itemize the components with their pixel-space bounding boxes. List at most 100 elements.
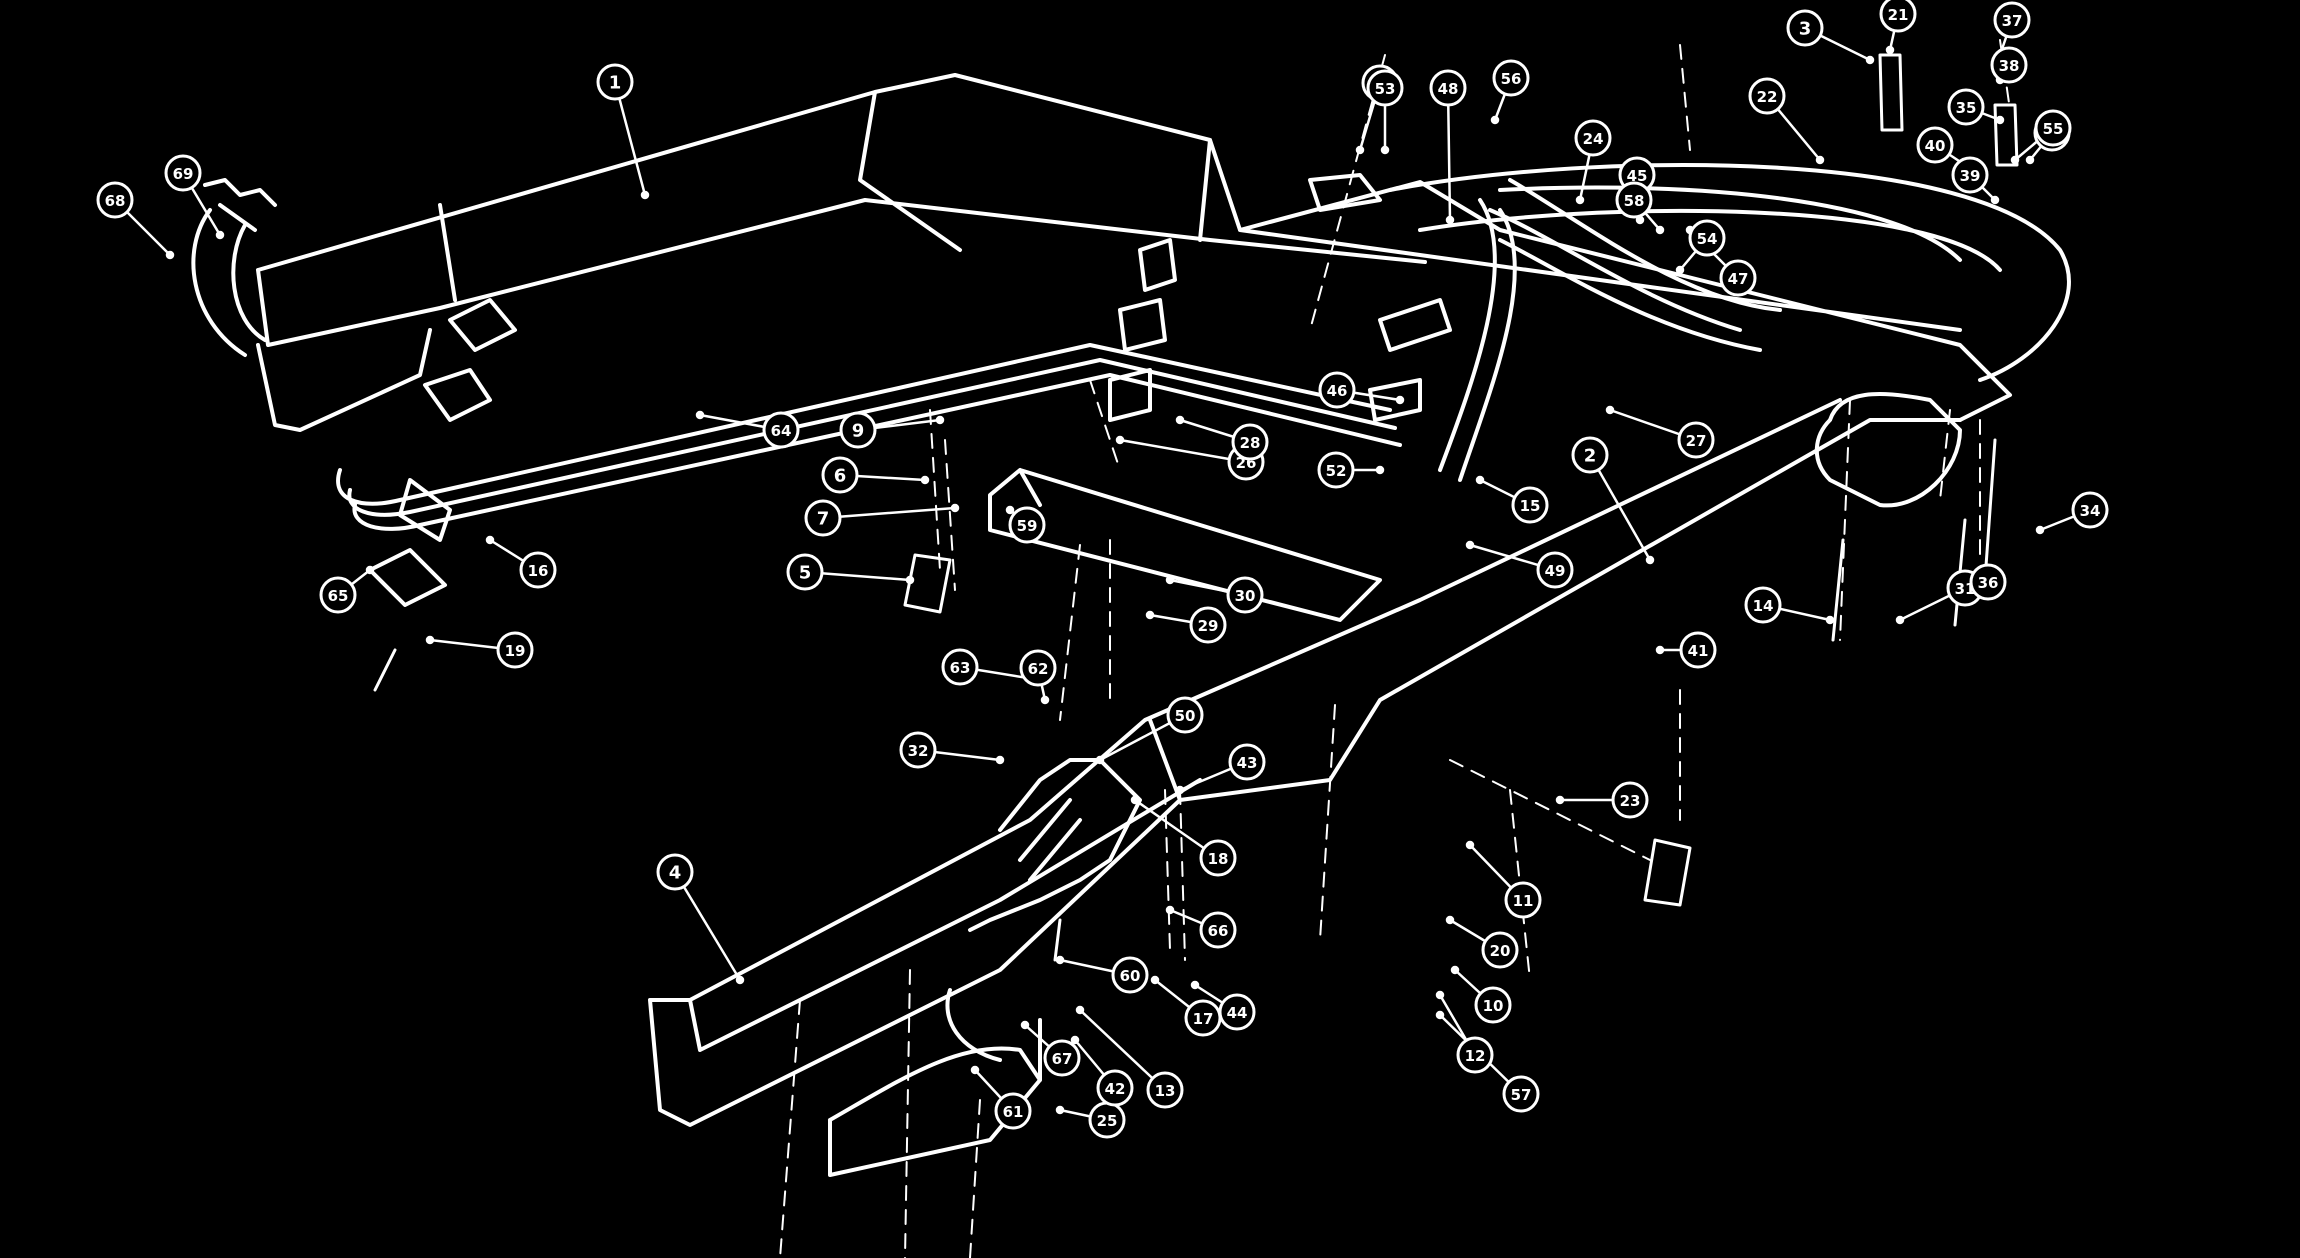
leader-dot-1 bbox=[640, 190, 650, 200]
main-frame-beam bbox=[256, 73, 2012, 432]
callout-ring bbox=[1611, 781, 1649, 819]
callout-ring bbox=[1317, 451, 1355, 489]
callout-20: 20 bbox=[1481, 931, 1519, 969]
callout-number: 65 bbox=[328, 587, 349, 605]
callout-11: 11 bbox=[1504, 881, 1542, 919]
callout-ring bbox=[804, 499, 842, 537]
frame-line-drawing bbox=[191, 39, 2071, 1258]
callout-number: 54 bbox=[1697, 230, 1718, 248]
callout-6: 6 bbox=[821, 456, 859, 494]
leader-dot-24 bbox=[1575, 195, 1585, 205]
callout-30: 30 bbox=[1226, 576, 1264, 614]
callout-13: 13 bbox=[1146, 1071, 1184, 1109]
skid-plate bbox=[988, 468, 1382, 622]
assembly-centerlines bbox=[779, 39, 2011, 1258]
callout-67: 67 bbox=[1043, 1039, 1081, 1077]
leader-dot-17 bbox=[1150, 975, 1160, 985]
leader-line-7 bbox=[821, 506, 957, 520]
callout-ring bbox=[1226, 576, 1264, 614]
callout-66: 66 bbox=[1199, 911, 1237, 949]
callout-ring bbox=[96, 181, 134, 219]
leader-dot-61 bbox=[970, 1065, 980, 1075]
callout-5: 5 bbox=[786, 553, 824, 591]
callout-number: 61 bbox=[1003, 1103, 1024, 1121]
callout-number: 45 bbox=[1627, 167, 1648, 185]
callout-ring bbox=[1456, 1036, 1494, 1074]
leader-dot-33 bbox=[2025, 155, 2035, 165]
lower-bracket bbox=[828, 988, 1042, 1177]
leader-dot-25 bbox=[1055, 1105, 1065, 1115]
callout-ring bbox=[1199, 911, 1237, 949]
callout-ring bbox=[1492, 59, 1530, 97]
leader-dot-2 bbox=[1645, 555, 1655, 565]
callout-ring bbox=[839, 411, 877, 449]
leader-dot-20 bbox=[1445, 915, 1455, 925]
leader-dot-3 bbox=[1865, 55, 1875, 65]
callout-number: 14 bbox=[1753, 597, 1774, 615]
callout-4: 4 bbox=[656, 853, 694, 891]
callout-ring bbox=[1990, 46, 2028, 84]
callout-38: 38 bbox=[1990, 46, 2028, 84]
leader-line-2 bbox=[1588, 453, 1652, 562]
callout-ring bbox=[1019, 649, 1057, 687]
intake-pipe bbox=[191, 178, 277, 357]
callout-43: 43 bbox=[1228, 743, 1266, 781]
leader-dot-9 bbox=[935, 415, 945, 425]
spacer-sleeve-top bbox=[1878, 53, 1904, 132]
callout-2: 2 bbox=[1571, 436, 1609, 474]
callout-57: 57 bbox=[1502, 1075, 1540, 1113]
callout-number: 47 bbox=[1728, 270, 1749, 288]
callout-61: 61 bbox=[994, 1092, 1032, 1130]
leader-dot-58 bbox=[1655, 225, 1665, 235]
callout-ring bbox=[164, 154, 202, 192]
callout-ring bbox=[994, 1092, 1032, 1130]
spacer-sleeve-right bbox=[1643, 838, 1692, 907]
leader-dot-43 bbox=[1175, 785, 1185, 795]
leader-dot-27 bbox=[1605, 405, 1615, 415]
callout-ring bbox=[496, 631, 534, 669]
callout-number: 42 bbox=[1105, 1080, 1126, 1098]
callout-number: 12 bbox=[1465, 1047, 1486, 1065]
callout-ring bbox=[786, 553, 824, 591]
leader-dot-56 bbox=[1490, 115, 1500, 125]
hose-bundle bbox=[1438, 178, 1782, 482]
leader-dot-29 bbox=[1145, 610, 1155, 620]
callout-number: 39 bbox=[1960, 167, 1981, 185]
callout-21: 21 bbox=[1879, 0, 1917, 33]
leader-dot-67 bbox=[1020, 1020, 1030, 1030]
callout-42: 42 bbox=[1096, 1069, 1134, 1107]
callout-ring bbox=[1511, 486, 1549, 524]
callout-number: 66 bbox=[1208, 922, 1229, 940]
callout-ring bbox=[1574, 119, 1612, 157]
callout-number: 64 bbox=[771, 422, 792, 440]
callout-number: 22 bbox=[1757, 88, 1778, 106]
callout-63: 63 bbox=[941, 648, 979, 686]
callout-number: 30 bbox=[1235, 587, 1256, 605]
callout-62: 62 bbox=[1019, 649, 1057, 687]
leader-dot-31 bbox=[1895, 615, 1905, 625]
callout-15: 15 bbox=[1511, 486, 1549, 524]
bolts bbox=[373, 53, 2019, 962]
clamp-brackets bbox=[368, 173, 1452, 607]
callout-54: 54 bbox=[1688, 219, 1726, 257]
leader-dot-65 bbox=[365, 565, 375, 575]
leader-dot-11 bbox=[1465, 840, 1475, 850]
callout-ring bbox=[1744, 586, 1782, 624]
callout-ring bbox=[1199, 839, 1237, 877]
callout-ring bbox=[1947, 88, 1985, 126]
callout-55: 55 bbox=[2034, 109, 2072, 147]
callout-number: 57 bbox=[1511, 1086, 1532, 1104]
callout-ring bbox=[1677, 421, 1715, 459]
callout-52: 52 bbox=[1317, 451, 1355, 489]
callout-48: 48 bbox=[1429, 69, 1467, 107]
callout-25: 25 bbox=[1088, 1101, 1126, 1139]
callout-number: 35 bbox=[1956, 99, 1977, 117]
leader-dot-6 bbox=[920, 475, 930, 485]
callout-23: 23 bbox=[1611, 781, 1649, 819]
callout-46: 46 bbox=[1318, 371, 1356, 409]
leader-dot-10 bbox=[1450, 965, 1460, 975]
callout-ring bbox=[1879, 0, 1917, 33]
callout-ring bbox=[319, 576, 357, 614]
callout-number: 59 bbox=[1017, 517, 1038, 535]
